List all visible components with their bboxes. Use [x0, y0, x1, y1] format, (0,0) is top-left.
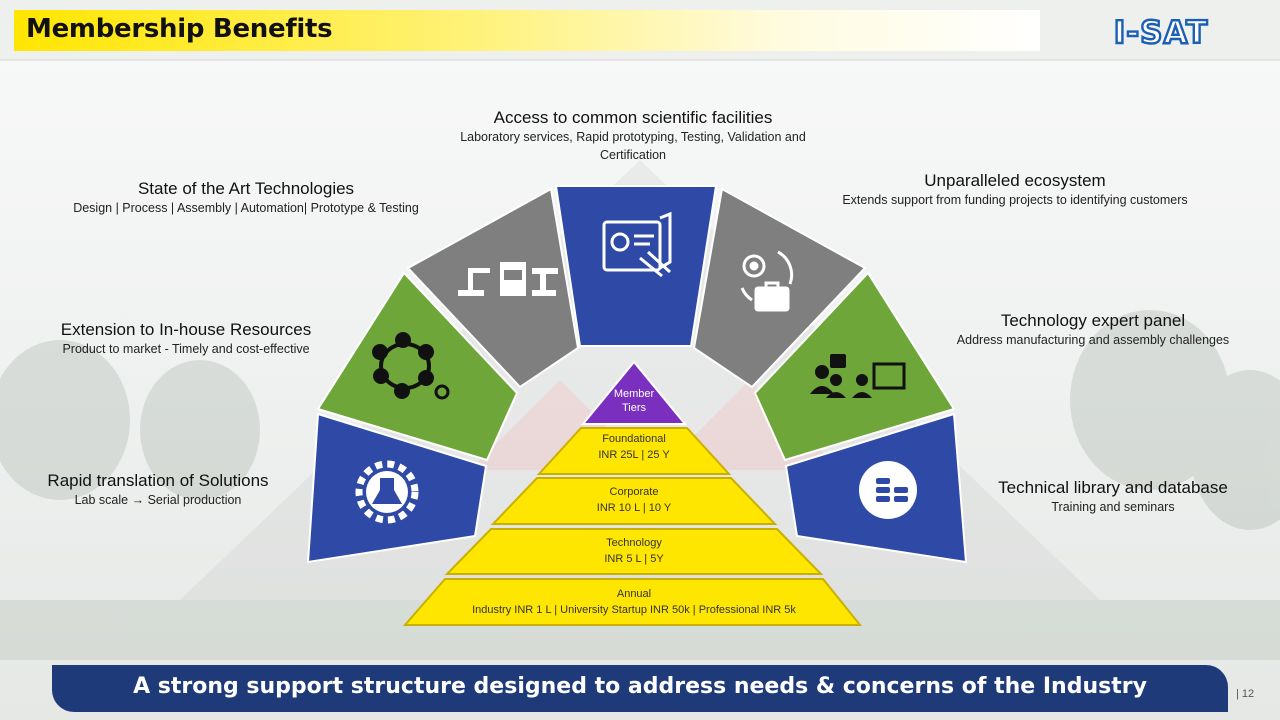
benefit-subtitle: Laboratory services, Rapid prototyping, … [460, 130, 806, 144]
page-number: | 12 [1236, 688, 1255, 700]
tier-annual [402, 578, 863, 626]
benefit-subtitle: Product to market - Timely and cost-effe… [62, 342, 310, 356]
benefit-inhouse-resources: Extension to In-house Resources Product … [28, 320, 344, 358]
segment-expert [753, 271, 956, 462]
gear-briefcase-icon [740, 250, 794, 312]
benefit-subtitle: Address manufacturing and assembly chall… [956, 333, 1230, 347]
isat-logo: I-SAT [1113, 14, 1209, 50]
pyramid-apex [580, 360, 688, 425]
benefit-state-of-art: State of the Art Technologies Design | P… [40, 179, 452, 217]
tier-fee: INR 25L | 25 Y [598, 449, 670, 461]
benefit-title: Access to common scientific facilities [493, 108, 773, 127]
tier-fee: INR 5 L | 5Y [604, 553, 664, 565]
benefit-title: Technology expert panel [1000, 311, 1186, 330]
tier-name: Foundational [602, 433, 666, 445]
arrow-right-icon: → [131, 493, 145, 507]
benefit-title: Extension to In-house Resources [60, 320, 312, 339]
membership-pyramid: Member Tiers Foundational INR 25L | 25 Y… [402, 360, 863, 626]
svg-text:I-SAT: I-SAT [1114, 15, 1208, 50]
tier-fee: INR 10 L | 10 Y [597, 502, 672, 514]
benefit-title: Technical library and database [998, 478, 1228, 497]
expert-presentation-icon [810, 354, 906, 398]
tier-name: Annual [617, 588, 651, 600]
tier-corporate [490, 477, 778, 525]
benefit-technical-library: Technical library and database Training … [968, 478, 1258, 516]
benefit-subtitle-continued: Certification [600, 148, 666, 162]
benefit-subtitle: Design | Process | Assembly | Automation… [73, 201, 419, 215]
benefit-subtitle: Training and seminars [1051, 500, 1175, 514]
benefit-subtitle: Extends support from funding projects to… [842, 193, 1188, 207]
segment-inhouse [316, 271, 519, 462]
benefit-title: State of the Art Technologies [137, 179, 355, 198]
tier-fee: Industry INR 1 L | University Startup IN… [472, 604, 796, 616]
tier-name: Corporate [610, 486, 659, 498]
tier-technology [444, 528, 824, 575]
apex-label-line1: Member [614, 388, 655, 400]
benefit-subtitle: Lab scale → Serial production [20, 491, 296, 509]
footer-banner-text: A strong support structure designed to a… [133, 674, 1147, 699]
benefit-title: Rapid translation of Solutions [47, 471, 269, 490]
subtitle-start: Lab scale [74, 493, 129, 507]
benefit-ecosystem: Unparalleled ecosystem Extends support f… [812, 171, 1218, 209]
subtitle-end: Serial production [147, 493, 242, 507]
segment-state-of-art [406, 187, 580, 389]
apex-label-line2: Tiers [622, 402, 647, 414]
tier-name: Technology [606, 537, 662, 549]
title-bar [14, 10, 1040, 51]
industrial-robots-icon [458, 262, 558, 296]
segment-facilities [554, 185, 718, 347]
benefit-rapid-translation: Rapid translation of Solutions Lab scale… [20, 471, 296, 509]
footer-banner [52, 665, 1228, 712]
page-title: Membership Benefits [26, 14, 333, 44]
lab-gear-icon [355, 460, 419, 524]
benefit-title: Unparalleled ecosystem [924, 171, 1106, 190]
process-cycle-icon [372, 332, 450, 400]
benefit-common-facilities: Access to common scientific facilities L… [428, 108, 838, 164]
benefit-expert-panel: Technology expert panel Address manufact… [934, 311, 1252, 349]
database-icon [859, 461, 917, 519]
blueprint-design-icon [602, 211, 672, 278]
tier-foundational [536, 427, 732, 475]
